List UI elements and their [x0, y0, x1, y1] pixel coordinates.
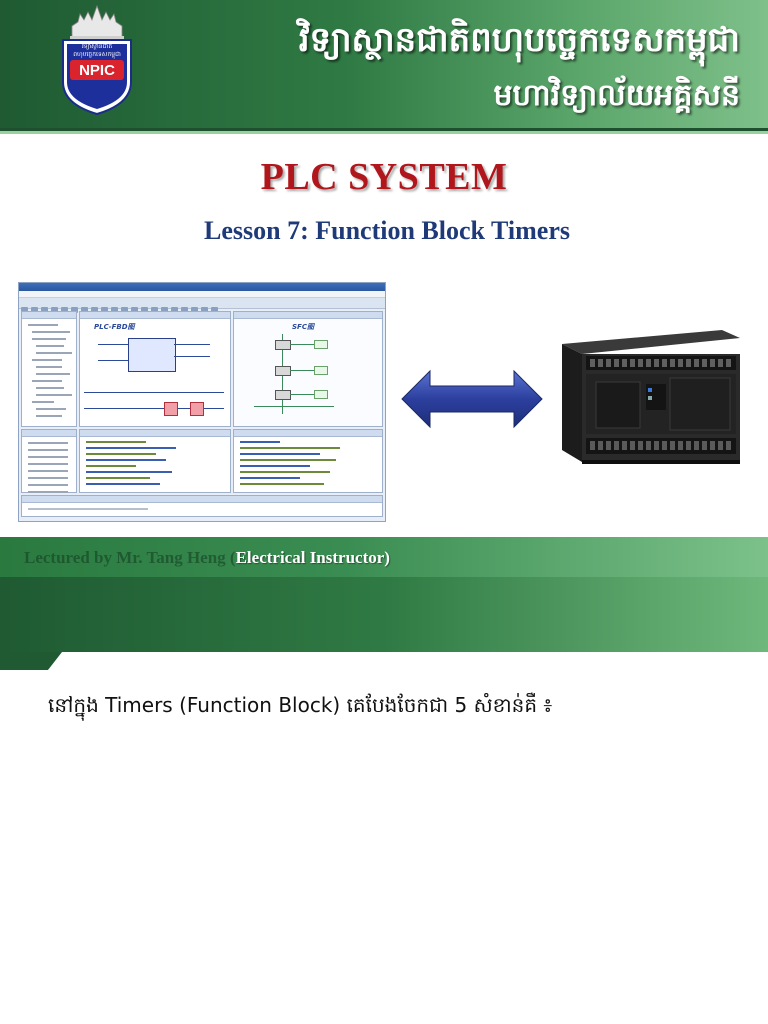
header-divider-light: [0, 131, 768, 134]
variable-list-pane: [21, 429, 77, 493]
software-menu-bar: [19, 291, 385, 298]
plc-software-screenshot: PLC-FBD图 SFC图: [18, 282, 386, 522]
project-tree-pane: [21, 311, 77, 427]
logo-abbr: NPIC: [79, 62, 115, 79]
fbd-editor-pane: PLC-FBD图: [79, 311, 231, 427]
lecturer-bar: [0, 537, 768, 577]
software-toolbar: [19, 298, 385, 313]
st-code-pane: [79, 429, 231, 493]
decorative-band-edge: [0, 652, 768, 670]
lecturer-role: Electrical Instructor): [235, 548, 390, 567]
sfc-editor-pane: SFC图: [233, 311, 383, 427]
header-banner: វិទ្យាស្ថានជាតិ ពហុបច្ចេកទេសកម្ពុជា NPIC…: [0, 0, 768, 128]
fbd-label: PLC-FBD图: [94, 323, 135, 331]
il-code-pane: [233, 429, 383, 493]
institute-name: វិទ្យាស្ថានជាតិពហុបច្ចេកទេសកម្ពុជា: [298, 20, 740, 60]
fbd-function-block: [128, 338, 176, 372]
lesson-subtitle: Lesson 7: Function Block Timers: [204, 216, 570, 245]
header-divider-dark: [0, 128, 768, 131]
output-pane: [21, 495, 383, 517]
software-title-bar: [19, 283, 385, 291]
lesson-intro-text: នៅក្នុង Timers (Function Block) គេបែងចែក…: [48, 693, 553, 717]
page-title: PLC SYSTEM: [260, 156, 508, 198]
lecturer-credit: Lectured by Mr. Tang Heng (Electrical In…: [24, 548, 390, 568]
lecturer-name: Lectured by Mr. Tang Heng (: [24, 548, 236, 567]
double-arrow-icon: [401, 369, 543, 429]
sfc-label: SFC图: [292, 323, 314, 331]
logo-caption: វិទ្យាស្ថានជាតិ ពហុបច្ចេកទេសកម្ពុជា: [73, 43, 121, 58]
ladder-timer-block: [164, 402, 178, 416]
plc-hardware-image: [562, 330, 740, 464]
npic-logo: [62, 4, 132, 116]
ladder-timer-block-2: [190, 402, 204, 416]
faculty-name: មហាវិទ្យាល័យអគ្គិសនី: [493, 78, 740, 113]
